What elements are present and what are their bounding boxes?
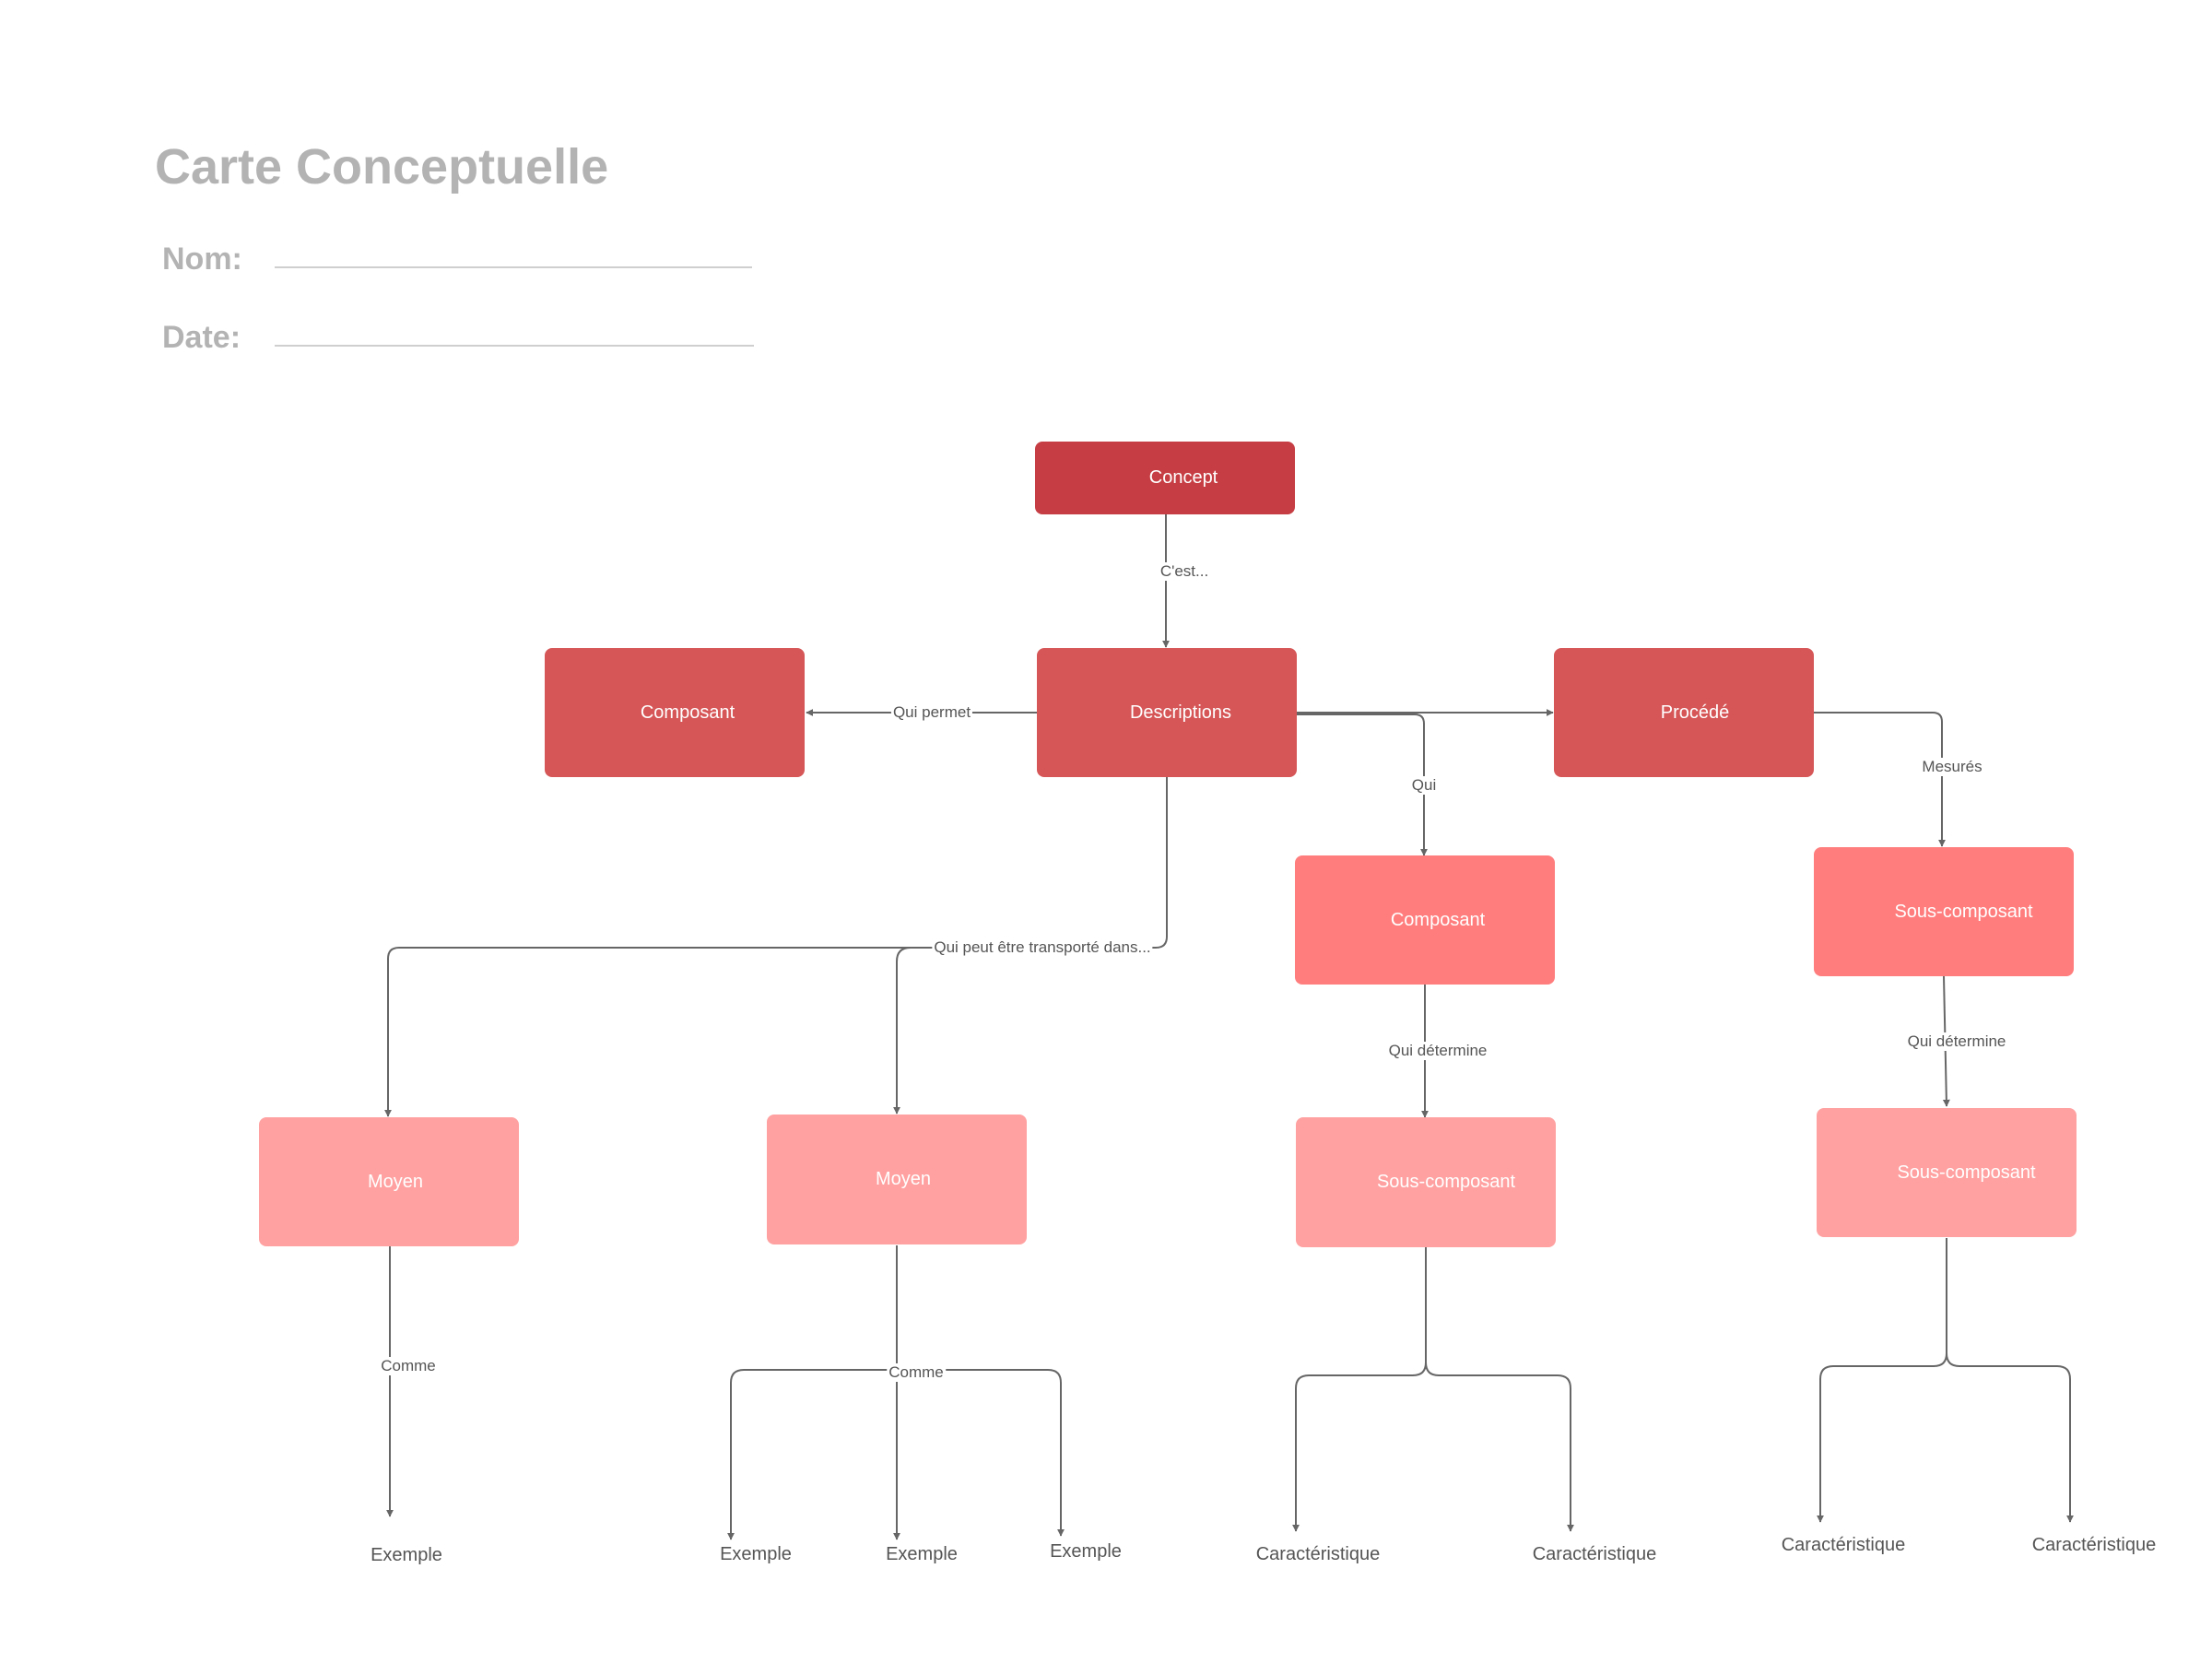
date-input-line[interactable] [275, 345, 754, 347]
node-moyen-2-label: Moyen [875, 1169, 932, 1189]
page-title: Carte Conceptuelle [155, 139, 609, 195]
node-sous-composant-right-2-label: Sous-composant [1897, 1162, 2036, 1183]
leaf-caracteristique-4: Caractéristique [2031, 1535, 2157, 1555]
edge-souscomposant2-carac-2 [1946, 1352, 2074, 1523]
edge-label-cest: C'est... [1158, 562, 1211, 581]
node-composant-left-label: Composant [640, 702, 735, 723]
leaf-exemple-1: Exemple [371, 1545, 442, 1565]
edge-moyen2-exemple-3 [897, 1369, 1065, 1537]
node-concept-label: Concept [1148, 467, 1218, 488]
edge-souscomposant2-carac-1 [1817, 1238, 1947, 1523]
edge-label-qui: Qui [1409, 776, 1439, 795]
node-descriptions-label: Descriptions [1129, 702, 1232, 723]
node-sous-composant-right[interactable]: Sous-composant [1814, 847, 2074, 976]
node-moyen-2[interactable]: Moyen [767, 1115, 1027, 1244]
node-sous-composant-right-label: Sous-composant [1894, 901, 2033, 922]
date-label: Date: [162, 320, 241, 355]
node-sous-composant-mid[interactable]: Sous-composant [1296, 1117, 1556, 1247]
edge-label-qui-permet: Qui permet [890, 703, 973, 722]
edge-descriptions-moyen-2 [893, 947, 922, 1115]
edge-procede-souscomposant [1813, 712, 1946, 847]
edge-moyen2-exemple-1 [727, 1369, 897, 1540]
edge-label-comme-1: Comme [379, 1357, 438, 1375]
node-procede[interactable]: Procédé [1554, 648, 1814, 777]
edge-label-transporte: Qui peut être transporté dans... [932, 938, 1153, 957]
node-procede-label: Procédé [1660, 702, 1730, 723]
node-descriptions[interactable]: Descriptions [1037, 648, 1297, 777]
node-concept[interactable]: Concept [1035, 442, 1295, 514]
leaf-caracteristique-3: Caractéristique [1781, 1535, 1906, 1555]
name-label: Nom: [162, 242, 242, 277]
edge-label-comme-2: Comme [887, 1363, 946, 1382]
leaf-exemple-3: Exemple [886, 1544, 958, 1564]
node-sous-composant-mid-label: Sous-composant [1376, 1172, 1516, 1192]
leaf-caracteristique-2: Caractéristique [1532, 1544, 1657, 1564]
edge-label-qui-determine-2: Qui détermine [1905, 1032, 2008, 1051]
leaf-caracteristique-1: Caractéristique [1255, 1544, 1381, 1564]
leaf-exemple-2: Exemple [720, 1544, 792, 1564]
node-sous-composant-right-2[interactable]: Sous-composant [1817, 1108, 2077, 1237]
node-composant-mid[interactable]: Composant [1295, 855, 1555, 985]
leaf-exemple-4: Exemple [1050, 1541, 1122, 1562]
edge-label-mesures: Mesurés [1920, 758, 1984, 776]
edge-descriptions-composant-mid [1297, 714, 1428, 856]
node-moyen-1[interactable]: Moyen [259, 1117, 519, 1246]
edge-descriptions-moyen-1 [384, 777, 1168, 1117]
edge-souscomposant-carac-2 [1425, 1362, 1574, 1532]
edge-label-qui-determine-1: Qui détermine [1386, 1042, 1489, 1060]
name-input-line[interactable] [275, 266, 752, 268]
node-composant-left[interactable]: Composant [545, 648, 805, 777]
node-composant-mid-label: Composant [1390, 909, 1486, 930]
edge-souscomposant-carac-1 [1292, 1247, 1427, 1532]
node-moyen-1-label: Moyen [367, 1171, 424, 1192]
